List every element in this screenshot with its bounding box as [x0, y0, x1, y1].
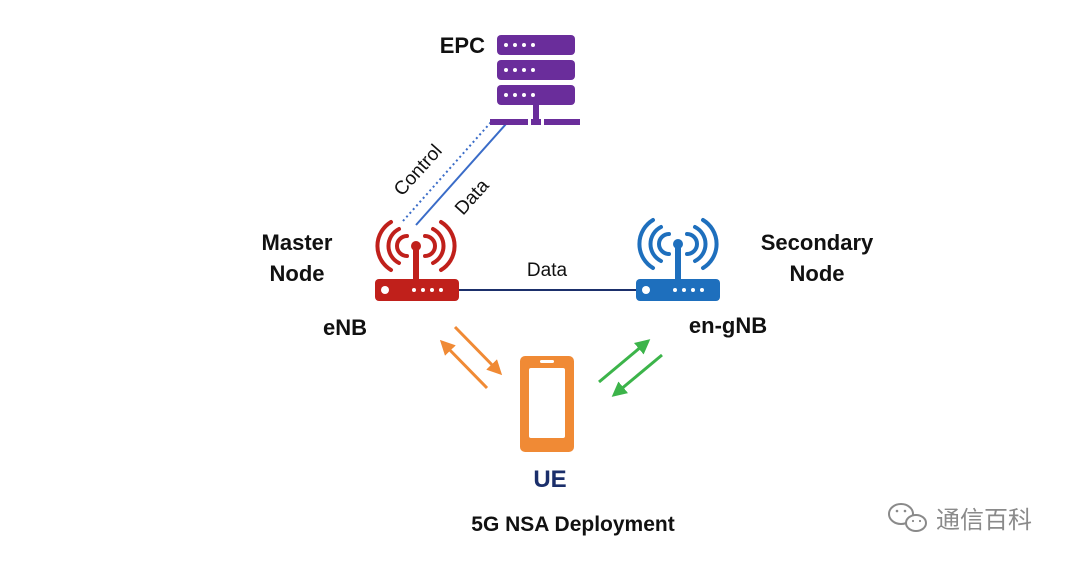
master-node-label-line2: Node	[270, 261, 325, 286]
wechat-icon	[888, 503, 927, 532]
epc-server-icon	[490, 35, 580, 125]
diagram-caption: 5G NSA Deployment	[471, 513, 674, 536]
master-node-label-line1: Master	[262, 230, 333, 255]
epc-label: EPC	[440, 33, 485, 58]
secondary-node-label-line2: Node	[790, 261, 845, 286]
epc-data-link	[415, 123, 507, 226]
lte-radio-arrows	[439, 325, 503, 390]
control-link	[402, 120, 493, 222]
enb-router-icon	[375, 241, 459, 301]
en-gnb-label: en-gNB	[689, 313, 767, 338]
nr-radio-arrows	[598, 339, 663, 397]
enb-label: eNB	[323, 315, 367, 340]
gnb-signal-icon	[637, 218, 719, 270]
watermark-text: 通信百科	[936, 506, 1032, 534]
epc-data-link-label: Data	[451, 175, 494, 219]
enb-signal-icon	[375, 220, 457, 272]
secondary-node-label-line1: Secondary	[761, 230, 874, 255]
ue-label: UE	[533, 466, 566, 493]
gnb-router-icon	[636, 239, 720, 301]
ue-phone-icon	[520, 356, 574, 452]
enb-gnb-data-label: Data	[527, 260, 568, 281]
control-link-label: Control	[390, 141, 447, 201]
